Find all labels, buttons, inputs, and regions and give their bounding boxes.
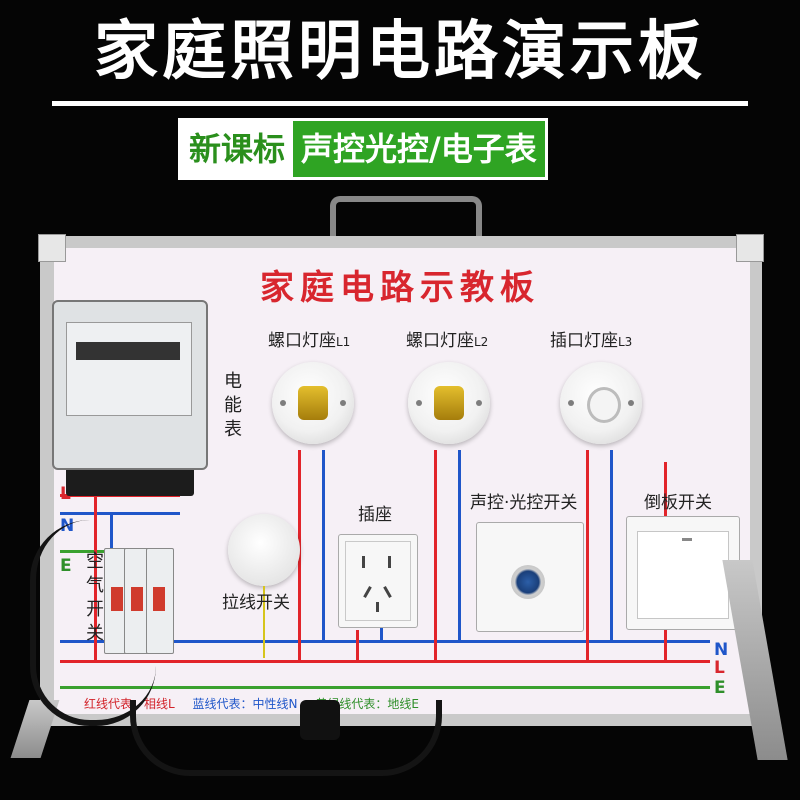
lamp1-live-wire bbox=[298, 450, 301, 662]
socket-slot bbox=[388, 556, 391, 568]
frame-corner bbox=[736, 234, 764, 262]
legend-blue: 蓝线代表：中性线N bbox=[192, 697, 298, 711]
carry-handle bbox=[330, 196, 482, 242]
page-title: 家庭照明电路演示板 bbox=[94, 15, 706, 89]
breaker-toggle[interactable] bbox=[153, 587, 165, 611]
socket-slot bbox=[376, 602, 379, 612]
e27-socket-icon bbox=[434, 386, 464, 420]
lamp1-neutral-wire bbox=[322, 450, 325, 642]
feature-badge: 新课标 声控光控/电子表 bbox=[178, 118, 548, 180]
indicator-mark bbox=[682, 538, 692, 541]
screw-icon bbox=[568, 400, 574, 406]
socket-live-wire bbox=[356, 630, 359, 662]
socket-slot bbox=[363, 586, 372, 598]
meter-neutral-wire bbox=[60, 512, 180, 515]
lamp3-live-wire bbox=[586, 450, 589, 662]
badge-right: 声控光控/电子表 bbox=[293, 121, 545, 177]
rail-right-N: N bbox=[714, 640, 729, 660]
breaker-toggle[interactable] bbox=[131, 587, 143, 611]
screw-icon bbox=[416, 400, 422, 406]
live-rail bbox=[60, 660, 710, 663]
socket-face bbox=[345, 541, 411, 621]
power-plug-icon bbox=[300, 700, 340, 740]
sound-light-sensor-switch[interactable] bbox=[476, 522, 584, 632]
frame-corner bbox=[38, 234, 66, 262]
breaker-earth-wire bbox=[60, 550, 120, 553]
meter-label: 电 能 表 bbox=[224, 371, 242, 440]
neutral-rail bbox=[60, 640, 710, 643]
pull-cord bbox=[263, 586, 265, 658]
rail-right-E: E bbox=[714, 678, 726, 698]
earth-rail bbox=[60, 686, 710, 689]
rocker-switch-label: 倒板开关 bbox=[644, 493, 712, 513]
bayonet-lamp-holder-L3[interactable] bbox=[560, 362, 642, 444]
lamp2-neutral-wire bbox=[458, 450, 461, 642]
lamp1-label: 螺口灯座L1 bbox=[268, 331, 351, 351]
rocker-switch[interactable] bbox=[626, 516, 740, 630]
pull-switch-label: 拉线开关 bbox=[222, 593, 290, 613]
lamp3-neutral-wire bbox=[610, 450, 613, 642]
screw-lamp-holder-L1[interactable] bbox=[272, 362, 354, 444]
wall-socket[interactable] bbox=[338, 534, 418, 628]
breaker-label: 空 气 开 关 bbox=[86, 551, 104, 644]
sensor-lens-icon bbox=[511, 565, 545, 599]
screw-icon bbox=[280, 400, 286, 406]
badge-left: 新课标 bbox=[181, 121, 294, 177]
e27-socket-icon bbox=[298, 386, 328, 420]
screw-icon bbox=[476, 400, 482, 406]
meter-window bbox=[66, 322, 192, 416]
b22-socket-icon bbox=[587, 387, 621, 423]
lamp2-label: 螺口灯座L2 bbox=[406, 331, 489, 351]
screw-icon bbox=[340, 400, 346, 406]
rail-left-L: L bbox=[60, 484, 71, 504]
socket-neutral-wire bbox=[380, 626, 383, 642]
lamp2-live-wire bbox=[434, 450, 437, 662]
pull-cord-switch[interactable] bbox=[228, 514, 300, 586]
power-cord bbox=[30, 520, 156, 726]
board-title: 家庭电路示教板 bbox=[260, 268, 540, 308]
socket-label: 插座 bbox=[358, 505, 392, 525]
socket-slot bbox=[383, 586, 392, 598]
sensor-switch-label: 声控·光控开关 bbox=[470, 493, 578, 513]
breaker-toggle[interactable] bbox=[111, 587, 123, 611]
socket-slot bbox=[362, 556, 365, 568]
electricity-meter bbox=[52, 300, 208, 470]
lamp3-label: 插口灯座L3 bbox=[550, 331, 633, 351]
title-underline bbox=[52, 101, 748, 106]
screw-icon bbox=[628, 400, 634, 406]
rail-right-L: L bbox=[714, 658, 725, 678]
meter-counter bbox=[76, 342, 180, 360]
rocker-button[interactable] bbox=[637, 531, 729, 619]
power-cord bbox=[130, 700, 442, 776]
screw-lamp-holder-L2[interactable] bbox=[408, 362, 490, 444]
feed-live-wire bbox=[94, 494, 97, 662]
